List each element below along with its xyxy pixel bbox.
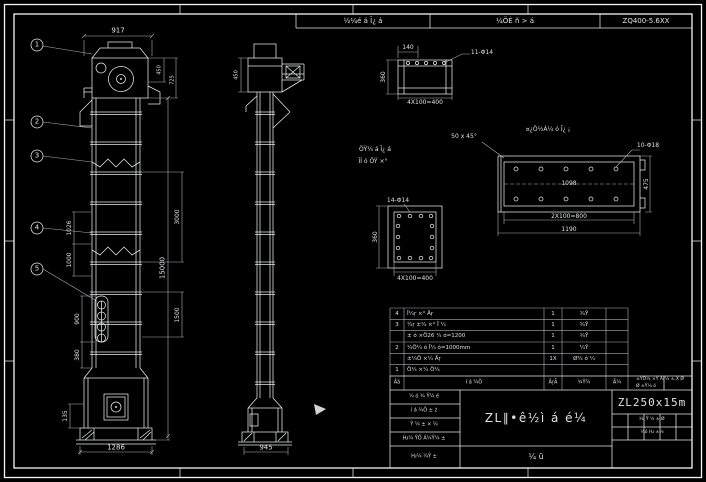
dim-945: 945 [259, 443, 273, 452]
dim-1190: 1190 [561, 226, 577, 233]
tb-left-row-1: ¼ ó ¾ Ŷ¼ é [408, 393, 440, 400]
dim-3000: 3000 [174, 209, 181, 225]
top-title-strip-grid [295, 14, 692, 29]
note-line-2: ĪÍ ó ÖŸ ×° [358, 158, 388, 165]
bom-cell-rem [606, 365, 628, 376]
side-view [238, 43, 326, 455]
bom-cell-no: 2 [395, 344, 399, 351]
note-line-1: ÖŸ¼ á Ī¿ á [359, 146, 391, 153]
dim-140: 140 [402, 44, 414, 51]
drawing-frame [3, 3, 703, 479]
drawing-number: ZL250x15m [617, 395, 687, 409]
tb-bottom-center-label: ¼ ū [528, 452, 544, 461]
bom-cell-desc: ¼ŗ ±¼ ×° Ī ¼ [407, 321, 446, 328]
front-view [30, 33, 184, 455]
bom-cell-mat: ¾Ŷ [579, 321, 589, 328]
note-right-1: ±ŶÖ¼ ×Ŷ Äŗ¼ ±,X Ø [636, 376, 684, 382]
bom-cell-no [390, 331, 404, 342]
drawing-title: ZL∥•ê½ì á é¼ [484, 411, 588, 425]
dim-15000: 15000 [158, 256, 167, 280]
note-detail-b: ¤¿Ö½Á¼ ó Ī¿ ¡ [525, 126, 571, 133]
dim-4x100-detail-c: 4X100=400 [397, 275, 433, 282]
bom-cell-qty: 1 [551, 333, 555, 340]
bom-cell-desc: ±¼Ö ×¼ Äŗ [407, 355, 441, 362]
bom-cell-mat: ¾Ŷ [579, 333, 589, 340]
note-right-2: Ø ±Ŷ¼ ó [635, 383, 657, 389]
bom-cell-rem [606, 353, 628, 364]
dim-1000: 1000 [66, 252, 73, 268]
detail-channel-bracket [386, 46, 470, 100]
bom-table-grid [389, 307, 629, 390]
dim-725-head: 725 [169, 75, 176, 85]
dim-360-detail-c: 360 [372, 231, 379, 243]
note-chamfer: 50 x 45° [451, 133, 477, 140]
dim-450-side: 450 [233, 70, 240, 80]
dim-475: 475 [643, 178, 650, 190]
bom-header-rem: Ä¼ [612, 379, 622, 386]
dim-4x100-detail-a: 4X100=400 [407, 99, 443, 106]
bom-header-mat: ¾Ŷ¼ [577, 379, 591, 386]
tb-right-grid-row-2: ¼ó Ƕ ±¼ [640, 429, 664, 435]
dim-917: 917 [111, 26, 125, 35]
bom-cell-mat: Ø¼ ó ¼ [573, 355, 595, 362]
balloon-3-number: 3 [34, 151, 40, 160]
bom-cell-no: 4 [395, 310, 399, 317]
top-strip-cell-1: ½¼é á Ī¿ á [343, 17, 383, 25]
section-arrow [314, 404, 326, 415]
bom-cell-qty: 1 [551, 310, 555, 317]
bom-cell-rem [606, 342, 628, 353]
detail-long-plate [481, 141, 652, 236]
balloon-4-number: 4 [34, 223, 40, 232]
bom-cell-no: 1 [395, 367, 399, 374]
top-strip-cell-2: ¼ÖÈ ñ > á [496, 17, 534, 25]
balloon-5-number: 5 [34, 264, 40, 273]
bom-cell-qty: 1 [551, 344, 555, 351]
bom-cell-rem [606, 319, 628, 330]
tb-right-grid-row-1: Ƕ Ŷ ¼ ± Ø [639, 416, 665, 422]
title-block-grid [389, 375, 692, 468]
dim-1500: 1500 [174, 307, 181, 323]
dim-2x100-800: 2X100=800 [551, 213, 587, 220]
label-11-holes: 11-Φ14 [470, 49, 494, 56]
tb-left-row-2: í á ¼Ö ± ż [410, 407, 438, 414]
tb-left-row-4: Ƕ¼ ŶÖ Á¼Ŷ¼ ± [402, 435, 446, 442]
bom-cell-desc: ¼Ö¼ ó Ī¼ ó=1000mm [407, 344, 471, 351]
top-strip-model-number: ZQ400-5.6XX [622, 17, 670, 25]
dim-135: 135 [62, 410, 69, 422]
dim-900: 900 [74, 313, 81, 325]
bom-cell-qty [544, 365, 562, 376]
label-10-holes: 10-Φ18 [636, 142, 660, 149]
bom-header-qty: ÄŗĀ [548, 379, 558, 386]
bom-cell-no [390, 353, 404, 364]
dim-1026: 1026 [66, 220, 73, 236]
bom-cell-desc: Ī¼ŗ ×° Äŗ [407, 310, 434, 317]
bom-cell-rem [606, 331, 628, 342]
dim-1286: 1286 [107, 443, 125, 452]
balloon-1-number: 1 [34, 40, 40, 49]
bom-header-no: Äā [393, 379, 401, 386]
bom-cell-no: 3 [395, 321, 399, 328]
balloon-2-number: 2 [34, 117, 40, 126]
detail-flange-plate [376, 203, 443, 276]
bom-cell-desc: Ö¼ ×¼ Ö¼ [407, 367, 440, 374]
bom-cell-mat [562, 365, 606, 376]
bom-cell-mat: ¾Ŷ [579, 310, 589, 317]
bom-cell-mat: ¼Ŷ [579, 344, 589, 351]
bom-cell-qty: 1 [551, 321, 555, 328]
tb-left-row-3: Ŷ ¼ ± × ¼ [410, 421, 438, 428]
dim-450-head: 450 [156, 65, 163, 75]
bom-cell-qty: 1X [549, 355, 557, 362]
bom-header-name: í á ¼Ö [465, 379, 483, 386]
bom-cell-rem [606, 308, 628, 319]
dim-1098: 1098 [561, 180, 577, 187]
bom-cell-desc: ± ó ×Ö26 ¼ ó=1200 [407, 333, 466, 340]
dim-380: 380 [74, 349, 81, 361]
dim-360-detail-a: 360 [380, 71, 387, 83]
label-14-holes: 14-Φ14 [386, 197, 410, 204]
tb-left-row-5: Ƕ¼ ¼Ŷ ± [411, 453, 437, 460]
